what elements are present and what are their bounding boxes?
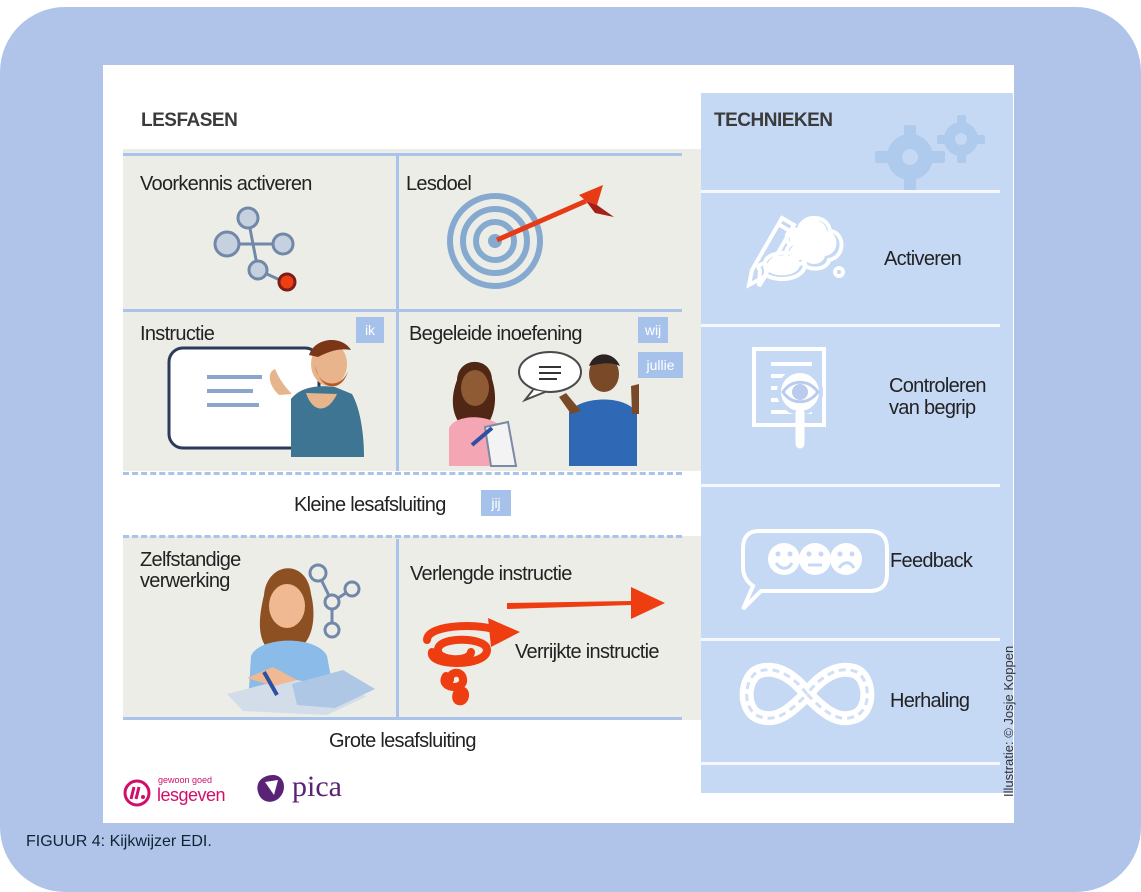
kleine-top-dashed-divider <box>123 472 682 475</box>
verrijkte-instructie-label: Verrijkte instructie <box>515 641 660 663</box>
instructie-label: Instructie <box>140 323 215 345</box>
grote-lesafsluiting-label: Grote lesafsluiting <box>329 730 476 752</box>
lower-bottom-divider <box>123 717 682 720</box>
gewoon-goed-logo-text: gewoon goed <box>158 775 213 785</box>
gewoon-goed-lesgeven-logo-icon <box>123 779 151 807</box>
kleine-bottom-dashed-divider <box>123 535 682 538</box>
controleren-label-line-2: van begrip <box>889 397 976 419</box>
kleine-lesafsluiting-label: Kleine lesafsluiting <box>294 494 446 516</box>
lower-vertical-divider <box>396 539 399 717</box>
edi-diagram-card: LESFASEN TECHNIEKEN Voorkennis activeren… <box>103 65 1016 823</box>
zelfstandige-label-line-2: verwerking <box>140 570 230 592</box>
pica-logo-text: pica <box>292 770 342 803</box>
upper-vertical-divider <box>396 153 399 471</box>
feedback-faces-icon <box>741 529 889 611</box>
technieken-divider-5 <box>701 762 1000 765</box>
technieken-heading: TECHNIEKEN <box>714 110 833 131</box>
activeren-label: Activeren <box>884 248 962 270</box>
spiral-arrow-icon <box>423 618 520 706</box>
lesdoel-label: Lesdoel <box>406 173 472 195</box>
begeleide-inoefening-label: Begeleide inoefening <box>409 323 583 345</box>
feedback-label: Feedback <box>890 550 973 572</box>
outer-frame: LESFASEN TECHNIEKEN Voorkennis activeren… <box>0 7 1141 892</box>
figure-caption: FIGUUR 4: Kijkwijzer EDI. <box>26 833 212 850</box>
teacher-board-icon <box>167 339 364 457</box>
illustration-credit: Illustratie: © Josje Koppen <box>1001 645 1016 797</box>
target-arrow-icon <box>447 185 614 289</box>
pencil-thought-bubble-icon <box>746 215 845 289</box>
herhaling-label: Herhaling <box>890 690 970 712</box>
kleine-jij-tag: jij <box>481 490 511 516</box>
extended-arrow-icon <box>507 587 665 619</box>
begeleide-wij-tag: wij <box>638 317 668 343</box>
document-eye-magnifier-icon <box>752 347 826 449</box>
lesgeven-logo-text: lesgeven <box>157 785 226 805</box>
student-working-icon <box>227 563 375 715</box>
lesfasen-top-divider <box>123 153 682 156</box>
technieken-divider-4 <box>701 638 1000 641</box>
voorkennis-activeren-label: Voorkennis activeren <box>140 173 312 195</box>
lesfasen-heading: LESFASEN <box>141 110 238 131</box>
verlengde-instructie-label: Verlengde instructie <box>410 563 572 585</box>
gears-icon <box>875 115 985 190</box>
zelfstandige-label-line-1: Zelfstandige <box>140 549 241 571</box>
pica-logo-icon <box>257 775 285 802</box>
technieken-divider-2 <box>701 324 1000 327</box>
technieken-divider-3 <box>701 484 1000 487</box>
controleren-label-line-1: Controleren <box>889 375 987 397</box>
phases-middle-divider <box>123 309 682 312</box>
instructie-ik-tag: ik <box>356 317 384 343</box>
network-nodes-icon <box>213 206 297 292</box>
infinity-loop-icon <box>739 662 875 726</box>
technieken-divider-1 <box>701 190 1000 193</box>
begeleide-jullie-tag: jullie <box>638 352 683 378</box>
guided-practice-people-icon <box>449 351 639 467</box>
